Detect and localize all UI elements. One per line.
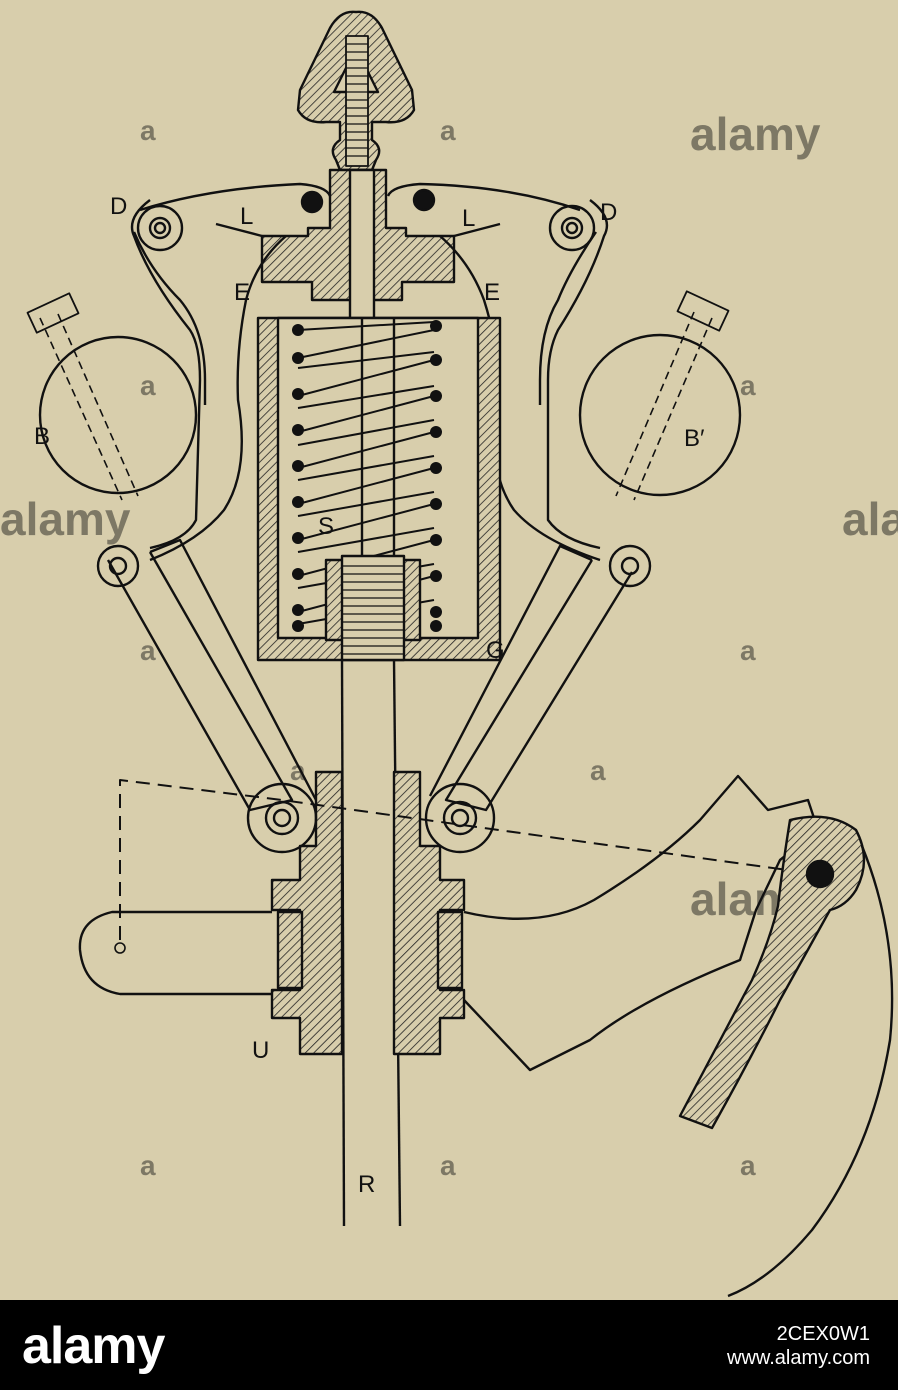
spring-sections <box>292 320 442 632</box>
label-l-right: L <box>462 205 475 232</box>
watermark-mark: a <box>440 115 456 146</box>
watermark-mark: a <box>290 755 306 786</box>
brand-logo[interactable]: alamy <box>22 1317 165 1375</box>
pivot-d-left <box>136 204 184 252</box>
governor-diagram: alamy alamy alamy alamy a a a a a a a a … <box>0 10 898 1298</box>
label-s: S <box>318 513 334 540</box>
watermark-mark: a <box>140 115 156 146</box>
throttle-frame <box>463 774 820 1072</box>
watermark-mark: a <box>140 370 156 401</box>
dashed-linkage <box>119 779 817 940</box>
watermark-mark: a <box>740 1150 756 1181</box>
label-e-left: E <box>234 279 250 306</box>
watermark-mark: a <box>740 370 756 401</box>
stock-footer: alamy 2CEX0W1 www.alamy.com <box>0 1300 898 1390</box>
watermark-mark: a <box>740 635 756 666</box>
watermark-text: alamy <box>0 493 131 545</box>
label-e-right: E <box>484 279 500 306</box>
lever-arm-left <box>78 910 272 996</box>
label-d-left: D <box>110 193 127 220</box>
label-d-right: D <box>600 199 617 226</box>
watermark-text: alamy <box>690 108 821 160</box>
image-id: 2CEX0W1 <box>776 1323 870 1345</box>
sliding-sleeve <box>270 770 344 1056</box>
label-b-right: B′ <box>684 425 705 452</box>
watermark-mark: a <box>140 635 156 666</box>
label-u: U <box>252 1037 269 1064</box>
link-right <box>444 559 634 812</box>
upper-arm-right <box>386 182 581 212</box>
flyball-right <box>578 333 742 497</box>
watermark-mark: a <box>590 755 606 786</box>
figure-area: alamy alamy alamy alamy a a a a a a a a … <box>0 10 898 1298</box>
label-r: R <box>358 1171 375 1198</box>
flyball-left <box>38 335 198 495</box>
label-g: G <box>486 637 505 664</box>
bell-crank-right <box>546 199 609 550</box>
image-id-block: 2CEX0W1 www.alamy.com <box>727 1322 870 1370</box>
label-b-left: B <box>34 423 50 450</box>
pivot-d-right <box>548 204 596 252</box>
watermark-text: alamy <box>842 493 898 545</box>
upper-arm-left <box>139 182 332 212</box>
throttle-curve <box>727 845 894 1298</box>
watermark-mark: a <box>140 1150 156 1181</box>
site-link[interactable]: www.alamy.com <box>727 1347 870 1369</box>
bell-crank-left <box>130 199 202 550</box>
label-l-left: L <box>240 203 253 230</box>
labels: D D L L E E B B′ S G U R <box>34 193 705 1198</box>
watermark-mark: a <box>440 1150 456 1181</box>
